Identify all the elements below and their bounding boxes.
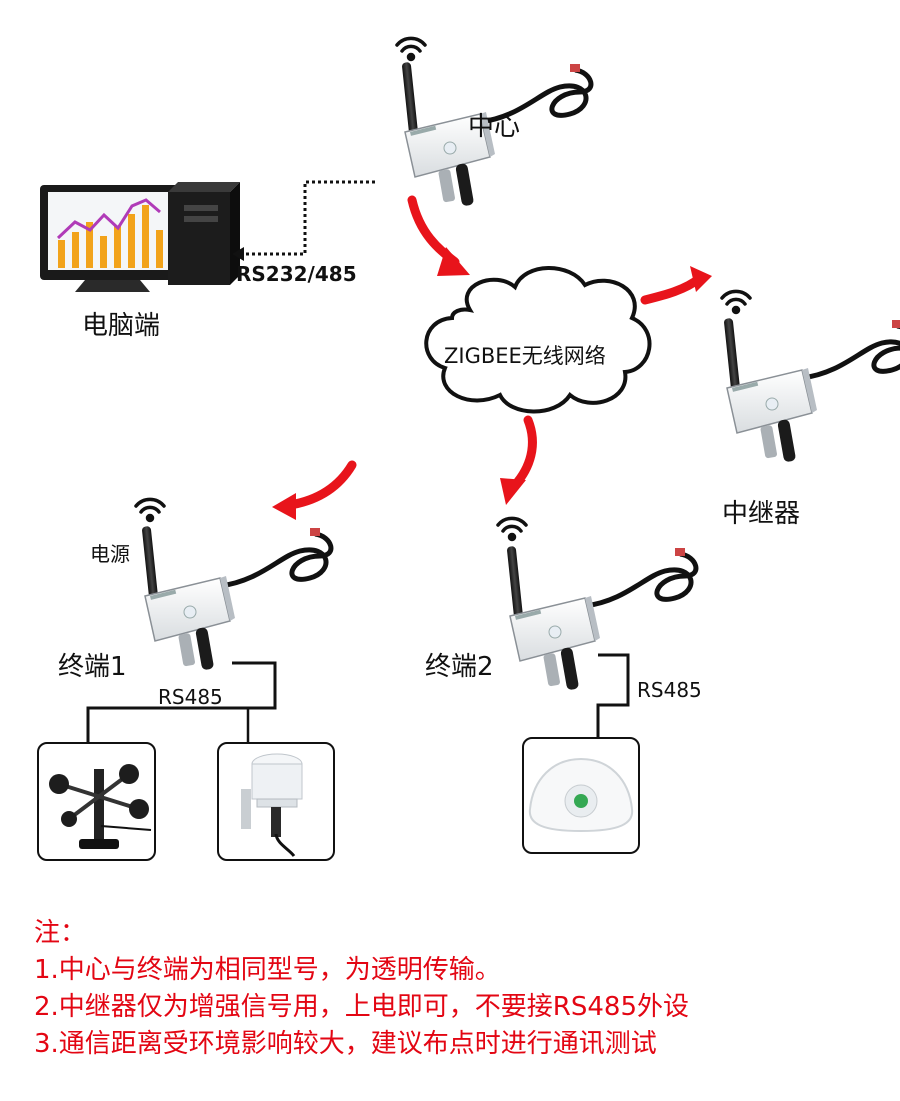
- pc-label: 电脑端: [82, 311, 161, 341]
- repeater-device: [724, 318, 900, 462]
- rs232-link: [240, 180, 375, 256]
- pc-tower-icon: [168, 182, 240, 285]
- terminal2-label: 终端2: [425, 652, 494, 682]
- notes: 注： 1.中心与终端为相同型号，为透明传输。 2.中继器仅为增强信号用，上电即可…: [34, 915, 864, 1063]
- notes-title: 注：: [34, 918, 87, 948]
- monitor-icon: [40, 185, 185, 292]
- terminal1-label: 终端1: [58, 652, 127, 682]
- anemometer-icon: [49, 764, 152, 849]
- light-sensor-box: [217, 742, 335, 861]
- anemometer-box: [37, 742, 156, 861]
- center-label: 中心: [468, 112, 521, 142]
- note-item-1: 1.中心与终端为相同型号，为透明传输。: [34, 955, 501, 985]
- cloud-icon: [424, 266, 652, 414]
- ceiling-sensor-box: [522, 737, 640, 854]
- network-label: ZIGBEE无线网络: [444, 344, 606, 368]
- wifi-icon-repeater: [720, 289, 752, 315]
- ceiling-sensor-icon: [528, 757, 634, 833]
- rs485-label-2: RS485: [637, 678, 702, 702]
- terminal1-device: [142, 526, 331, 670]
- rs485-wire-1: [86, 661, 277, 742]
- rs485-wire-2: [596, 653, 630, 738]
- wifi-icon-center: [395, 36, 427, 62]
- note-item-2: 2.中继器仅为增强信号用，上电即可，不要接RS485外设: [34, 992, 690, 1022]
- power-label: 电源: [90, 542, 130, 566]
- wifi-icon-terminal2: [496, 516, 528, 542]
- terminal2-device: [507, 546, 696, 690]
- network-diagram: [40, 36, 900, 742]
- rs232-label: RS232/485: [236, 262, 357, 286]
- note-item-3: 3.通信距离受环境影响较大，建议布点时进行通讯测试: [34, 1029, 657, 1059]
- wifi-icon-terminal1: [134, 497, 166, 523]
- rs485-label-1: RS485: [158, 685, 223, 709]
- light-sensor-icon: [241, 753, 303, 857]
- repeater-label: 中继器: [722, 499, 801, 529]
